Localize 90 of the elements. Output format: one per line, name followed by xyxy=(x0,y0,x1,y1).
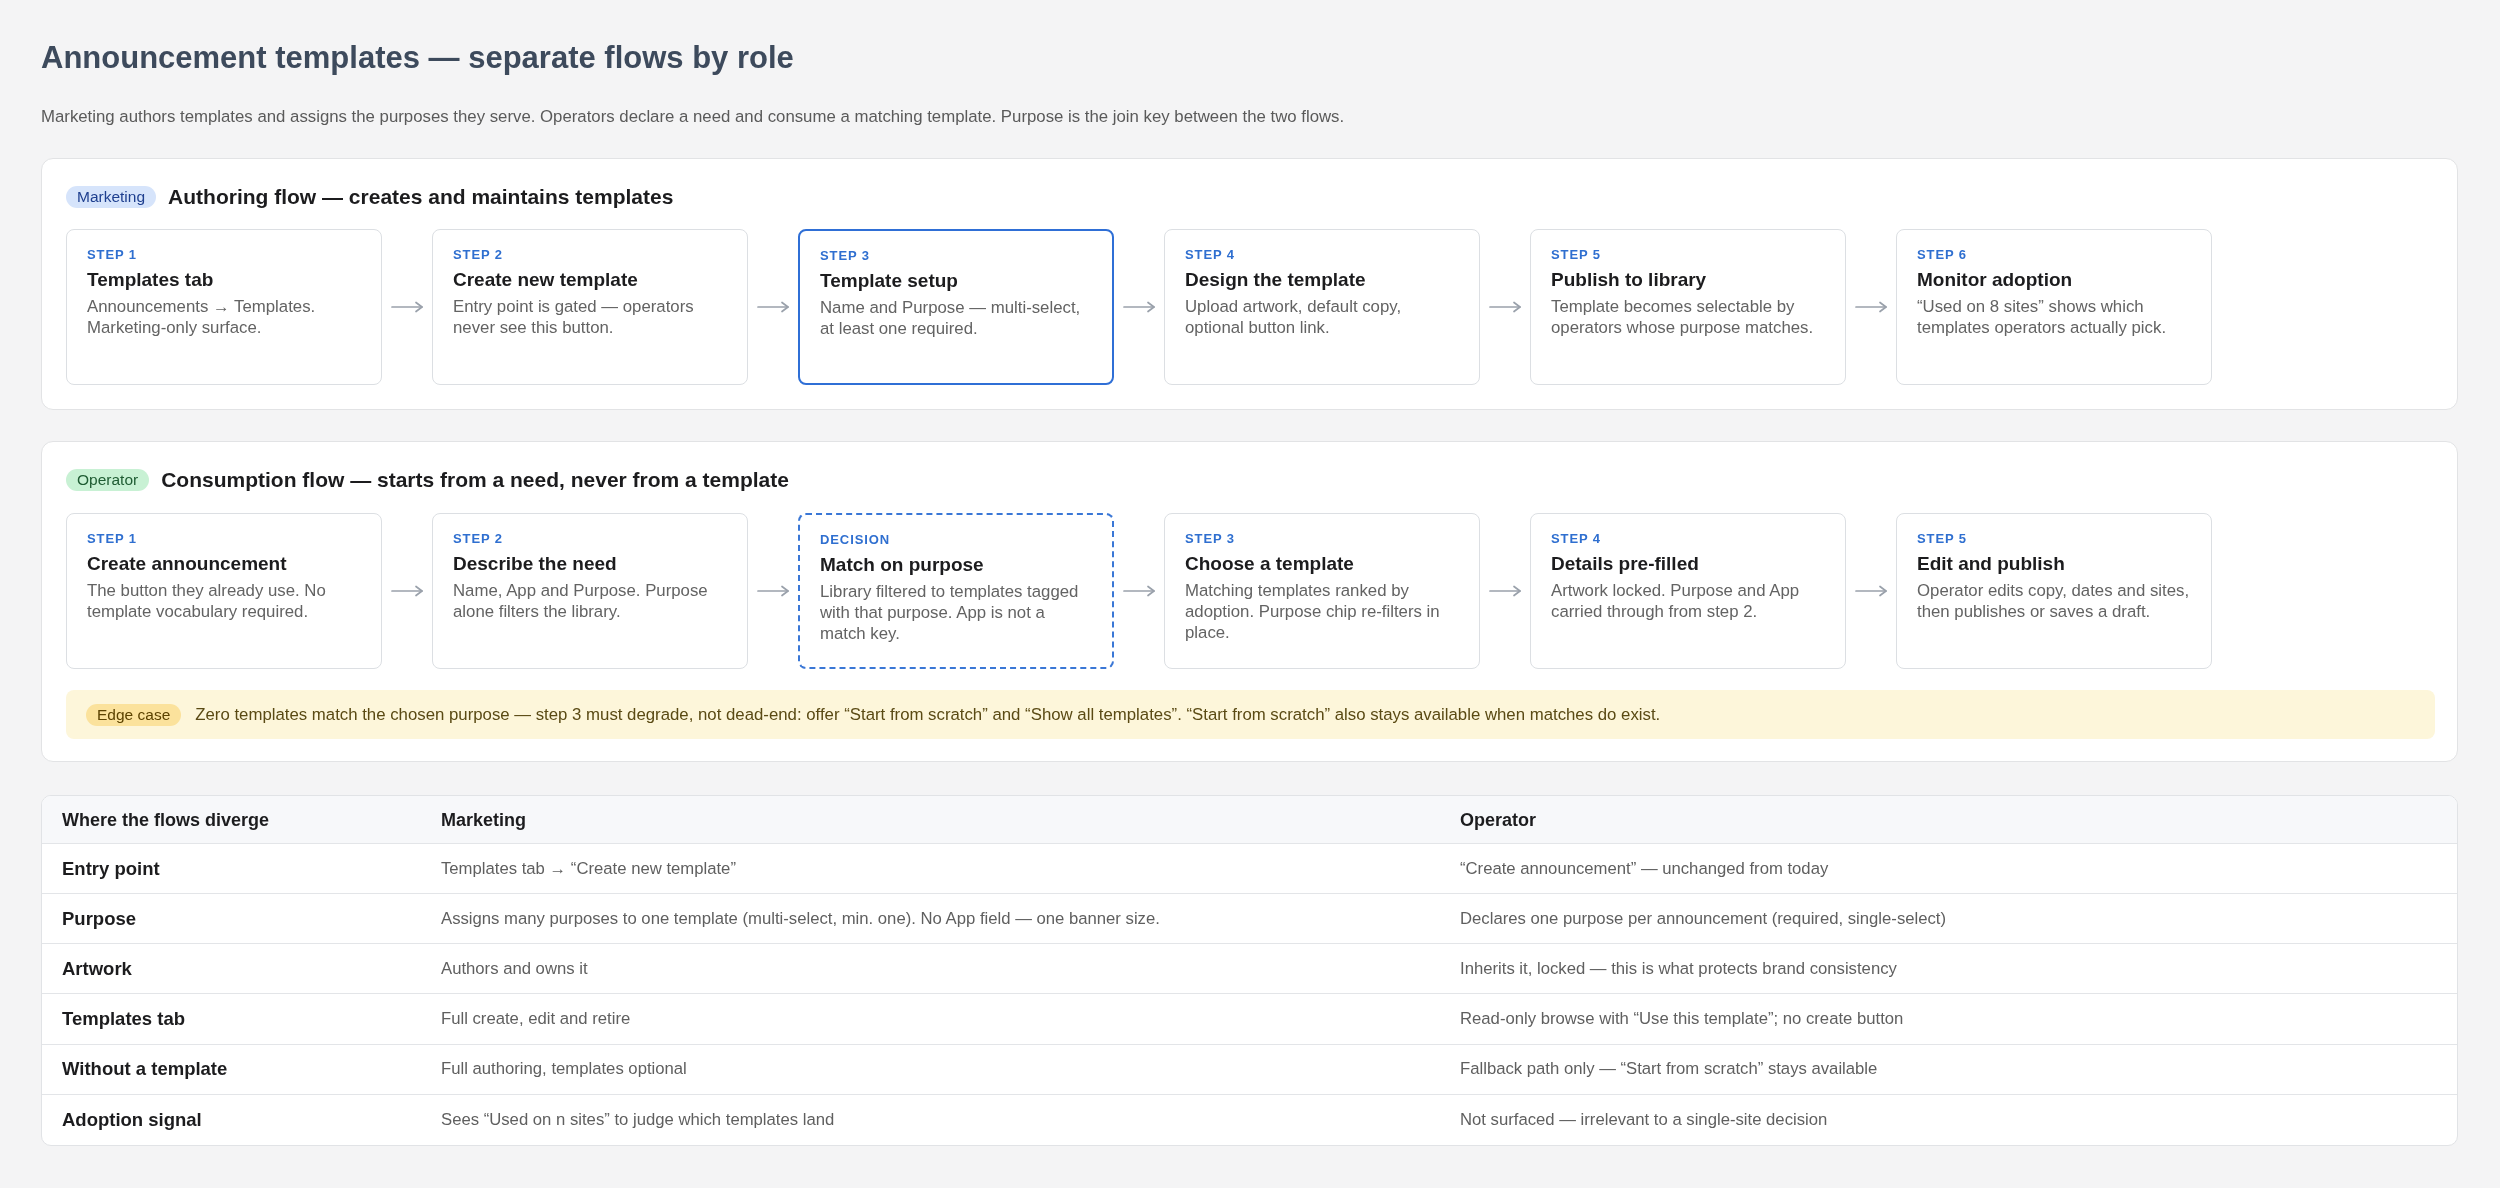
arrow xyxy=(1123,585,1155,597)
step-card xyxy=(798,229,1114,385)
step-description: Artwork locked. Purpose and App carried through from step 2. xyxy=(1551,580,1801,622)
step-title: Create announcement xyxy=(87,552,287,576)
arrow xyxy=(1123,301,1155,313)
cell-text: Read-only browse with “Use this template”; no create button xyxy=(1460,1008,1904,1031)
cell-text: Full authoring, templates optional xyxy=(441,1058,687,1081)
cell-text: Authors and owns it xyxy=(441,957,588,980)
arrow xyxy=(757,585,789,597)
step-title: Edit and publish xyxy=(1917,552,2065,576)
step-description: Upload artwork, default copy, optional button link. xyxy=(1185,296,1403,338)
row-header: Templates tab xyxy=(62,1008,186,1031)
role-badge: Operator xyxy=(66,469,150,491)
step-card xyxy=(432,229,748,385)
decision-card xyxy=(798,513,1114,669)
row-header: Adoption signal xyxy=(62,1108,202,1131)
step-description: Library filtered to templates tagged with that purpose. App is not a match key. xyxy=(820,581,1080,644)
cell-text: Not surfaced — irrelevant to a single-site decision xyxy=(1460,1108,1828,1131)
step-card xyxy=(66,513,382,669)
step-label: STEP 2 xyxy=(453,531,503,547)
arrow xyxy=(391,301,423,313)
cell-text: Declares one purpose per announcement (required, single-select) xyxy=(1460,907,1947,930)
role-badge: Marketing xyxy=(66,186,157,208)
panel-heading: Authoring flow — creates and maintains templates xyxy=(168,184,674,210)
step-title: Choose a template xyxy=(1185,552,1354,576)
panel-heading: Consumption flow — starts from a need, never from a template xyxy=(161,467,789,493)
edge-case-badge: Edge case xyxy=(86,703,182,726)
cell-text: Fallback path only — “Start from scratch” stays available xyxy=(1460,1058,1878,1081)
row-header: Without a template xyxy=(62,1058,228,1081)
flow-panel xyxy=(41,441,2458,762)
step-title: Publish to library xyxy=(1551,268,1707,292)
column-header: Where the flows diverge xyxy=(62,808,270,831)
step-description: Entry point is gated — operators never see this button. xyxy=(453,296,695,338)
cell-text: Full create, edit and retire xyxy=(441,1008,631,1031)
step-card xyxy=(1896,513,2212,669)
step-description: Operator edits copy, dates and sites, then publishes or saves a draft. xyxy=(1917,580,2191,622)
step-title: Templates tab xyxy=(87,268,214,292)
step-description: The button they already use. No template vocabulary required. xyxy=(87,580,327,622)
step-label: STEP 3 xyxy=(1185,531,1235,547)
step-title: Describe the need xyxy=(453,552,617,576)
step-label: STEP 3 xyxy=(820,248,870,264)
step-card xyxy=(1164,229,1480,385)
cell-text: Templates tab → “Create new template” xyxy=(441,857,736,880)
arrow xyxy=(1855,585,1887,597)
cell-text: Sees “Used on n sites” to judge which templates land xyxy=(441,1108,835,1131)
step-title: Monitor adoption xyxy=(1917,268,2073,292)
step-label: STEP 6 xyxy=(1917,247,1967,263)
arrow xyxy=(391,585,423,597)
arrow xyxy=(757,301,789,313)
step-label: STEP 5 xyxy=(1917,531,1967,547)
step-card xyxy=(1896,229,2212,385)
cell-text: Assigns many purposes to one template (multi-select, min. one). No App field — one banner size. xyxy=(441,907,1160,930)
cell-text: “Create announcement” — unchanged from today xyxy=(1460,857,1829,880)
step-description: Announcements → Templates. Marketing-only surface. xyxy=(87,296,317,338)
note-text: Zero templates match the chosen purpose — step 3 must degrade, not dead-end: offer “Start from scratch” and “Show all templates”. “Start from scratch” also stays available when matches do exist. xyxy=(195,704,1661,725)
step-description: Name and Purpose — multi-select, at least one required. xyxy=(820,297,1082,339)
step-card xyxy=(66,229,382,385)
page-title: Announcement templates — separate flows by role xyxy=(41,39,794,77)
step-title: Details pre-filled xyxy=(1551,552,1699,576)
arrow xyxy=(1489,585,1521,597)
row-header: Entry point xyxy=(62,857,160,880)
step-label: DECISION xyxy=(820,532,891,548)
column-header: Operator xyxy=(1460,808,1537,831)
step-card xyxy=(432,513,748,669)
step-label: STEP 1 xyxy=(87,531,137,547)
column-header: Marketing xyxy=(441,808,527,831)
arrow xyxy=(1855,301,1887,313)
step-title: Create new template xyxy=(453,268,638,292)
edge-case-note xyxy=(66,690,2435,739)
flow-panel xyxy=(41,158,2458,410)
step-description: Matching templates ranked by adoption. Purpose chip re-filters in place. xyxy=(1185,580,1441,643)
step-label: STEP 2 xyxy=(453,247,503,263)
step-label: STEP 1 xyxy=(87,247,137,263)
subtitle: Marketing authors templates and assigns the purposes they serve. Operators declare a need and consume a matching template. Purpose is the join key between the two flows. xyxy=(41,106,1345,128)
step-description: Name, App and Purpose. Purpose alone filters the library. xyxy=(453,580,709,622)
step-label: STEP 4 xyxy=(1551,531,1601,547)
step-card xyxy=(1164,513,1480,669)
step-title: Design the template xyxy=(1185,268,1366,292)
row-header: Purpose xyxy=(62,907,137,930)
step-card xyxy=(1530,513,1846,669)
step-label: STEP 4 xyxy=(1185,247,1235,263)
step-label: STEP 5 xyxy=(1551,247,1601,263)
step-title: Match on purpose xyxy=(820,553,984,577)
arrow xyxy=(1489,301,1521,313)
cell-text: Inherits it, locked — this is what protects brand consistency xyxy=(1460,957,1897,980)
step-title: Template setup xyxy=(820,269,958,293)
step-description: Template becomes selectable by operators whose purpose matches. xyxy=(1551,296,1815,338)
row-header: Artwork xyxy=(62,957,132,980)
step-card xyxy=(1530,229,1846,385)
step-description: “Used on 8 sites” shows which templates operators actually pick. xyxy=(1917,296,2168,338)
